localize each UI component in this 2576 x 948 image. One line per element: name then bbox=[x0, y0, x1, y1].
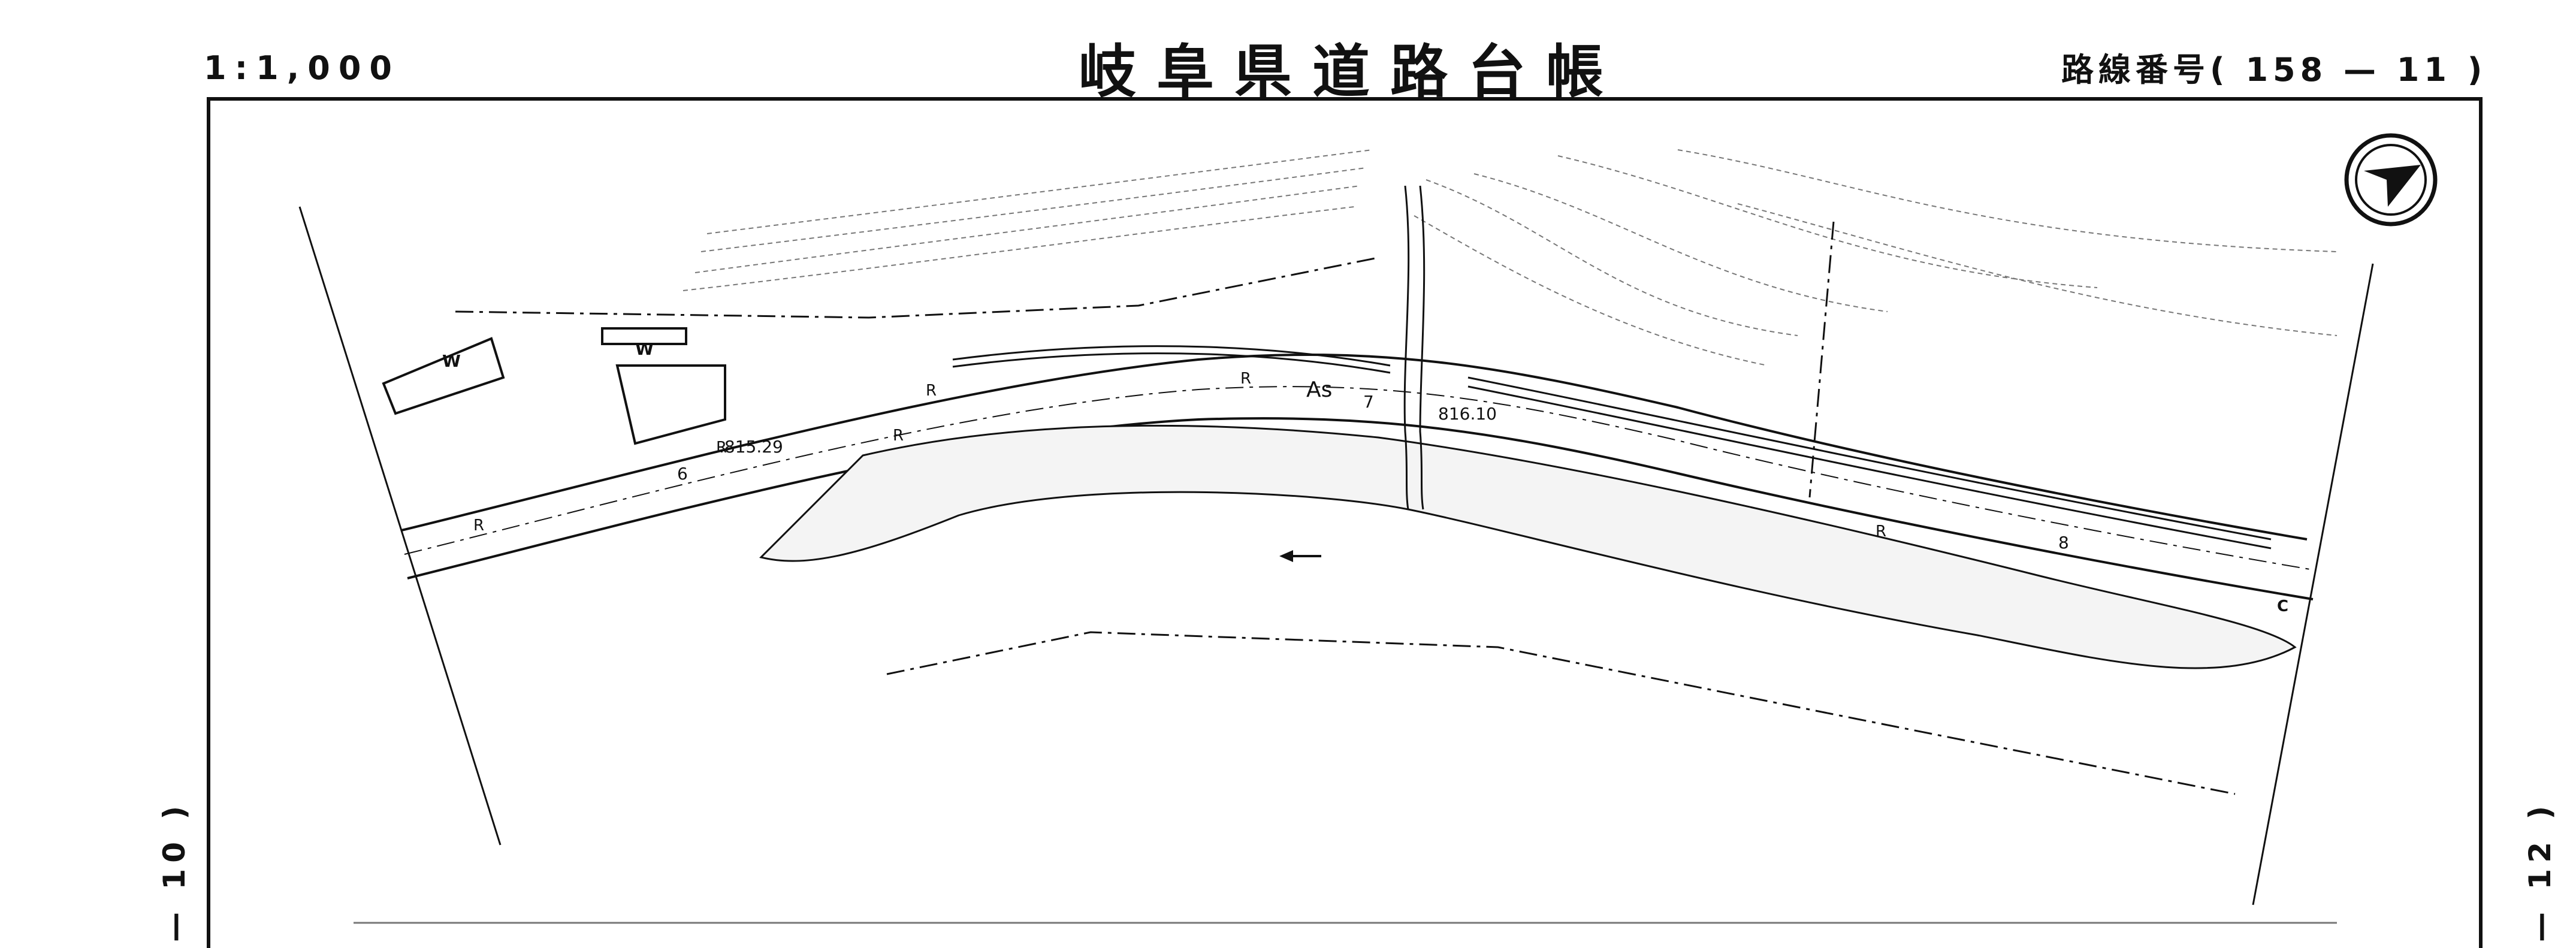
label-r1: R bbox=[473, 517, 484, 535]
north-arrow-icon bbox=[2344, 133, 2438, 227]
flow-direction-arrow-icon bbox=[1279, 550, 1321, 562]
sheet-title: 岐阜県道路台帳 bbox=[1079, 38, 1624, 105]
structures-left bbox=[382, 327, 726, 445]
map-scale: 1:1,000 bbox=[204, 49, 400, 87]
contour-lines bbox=[682, 149, 2338, 366]
river-bank bbox=[759, 424, 2297, 669]
label-r4: R bbox=[893, 427, 904, 445]
label-r3: R bbox=[926, 382, 937, 400]
road-edges bbox=[401, 353, 2314, 600]
label-km-7: 7 bbox=[1363, 392, 1374, 412]
label-km-8: 8 bbox=[2058, 533, 2069, 553]
label-r6: R bbox=[1876, 523, 1886, 541]
sheet-boundary-right bbox=[2252, 263, 2374, 905]
label-w2: W bbox=[635, 339, 654, 359]
label-station-1: .815.29 bbox=[719, 437, 783, 457]
road-centerline bbox=[404, 386, 2311, 570]
label-c: C bbox=[2277, 597, 2288, 615]
label-r5: R bbox=[1240, 370, 1251, 388]
route-number: 路線番号( 158 — 11 ) bbox=[2061, 51, 2487, 89]
label-w1: W bbox=[442, 351, 461, 371]
stream bbox=[1403, 185, 1426, 510]
map-frame bbox=[207, 97, 2483, 948]
label-station-2: 816.10 bbox=[1438, 404, 1497, 424]
label-km-6: 6 bbox=[677, 464, 688, 484]
label-r2: R bbox=[716, 439, 727, 457]
boundary-lines bbox=[455, 221, 2236, 795]
label-surface: As bbox=[1306, 378, 1332, 402]
guardrail bbox=[952, 345, 2272, 550]
sheet-boundary-left bbox=[298, 206, 502, 846]
